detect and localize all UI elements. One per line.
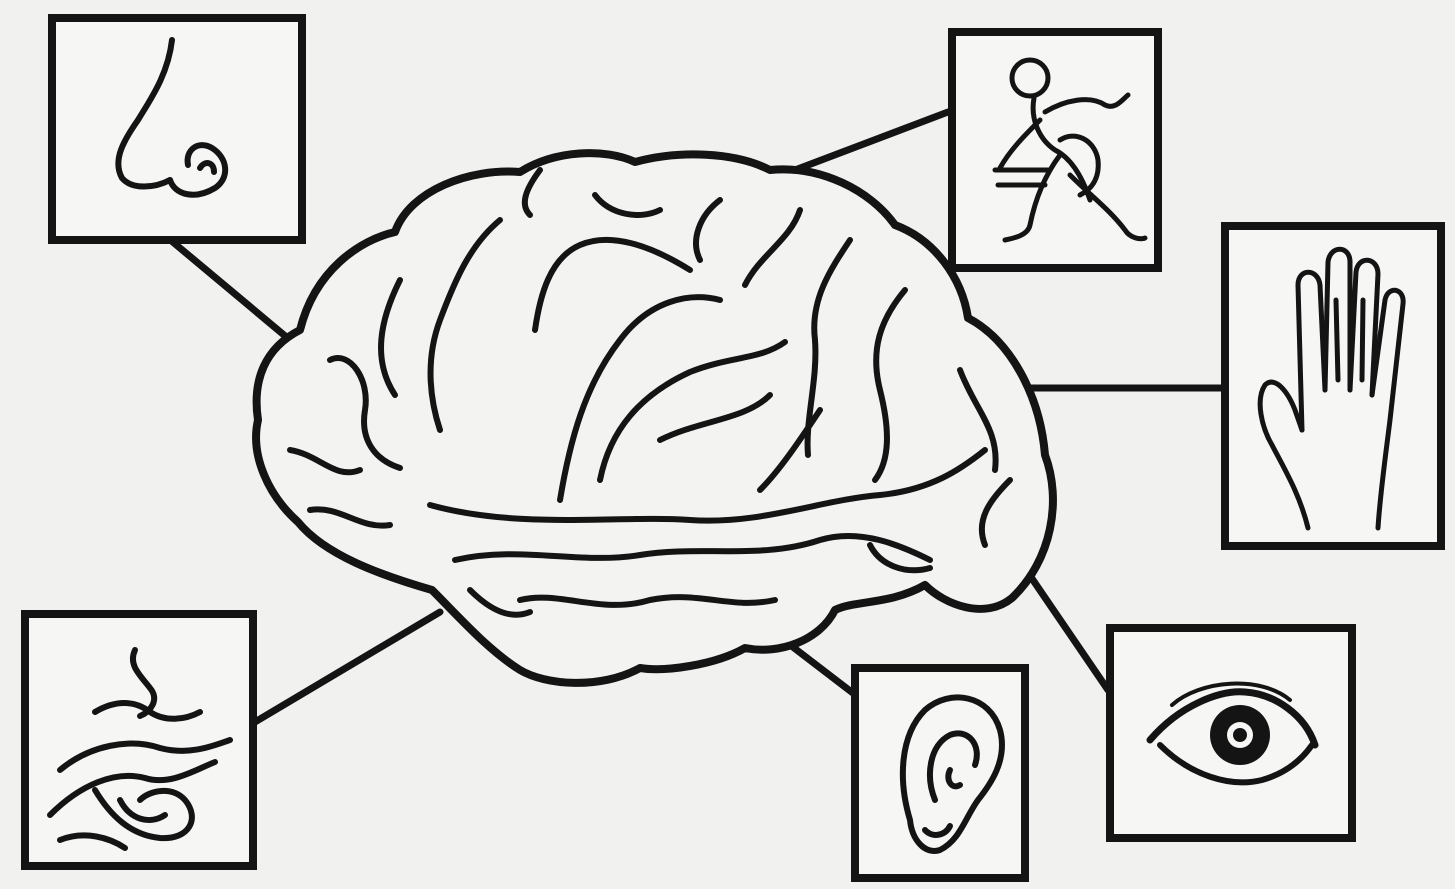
taste-frame: [25, 614, 253, 866]
sense-box-taste: [25, 614, 253, 866]
sense-box-sight: [1110, 628, 1352, 838]
smell-frame: [52, 18, 302, 240]
sense-box-touch: [1225, 226, 1441, 546]
sense-box-movement: [952, 32, 1158, 268]
touch-frame: [1225, 226, 1441, 546]
sense-box-smell: [52, 18, 302, 240]
sense-box-hearing: [855, 668, 1025, 878]
